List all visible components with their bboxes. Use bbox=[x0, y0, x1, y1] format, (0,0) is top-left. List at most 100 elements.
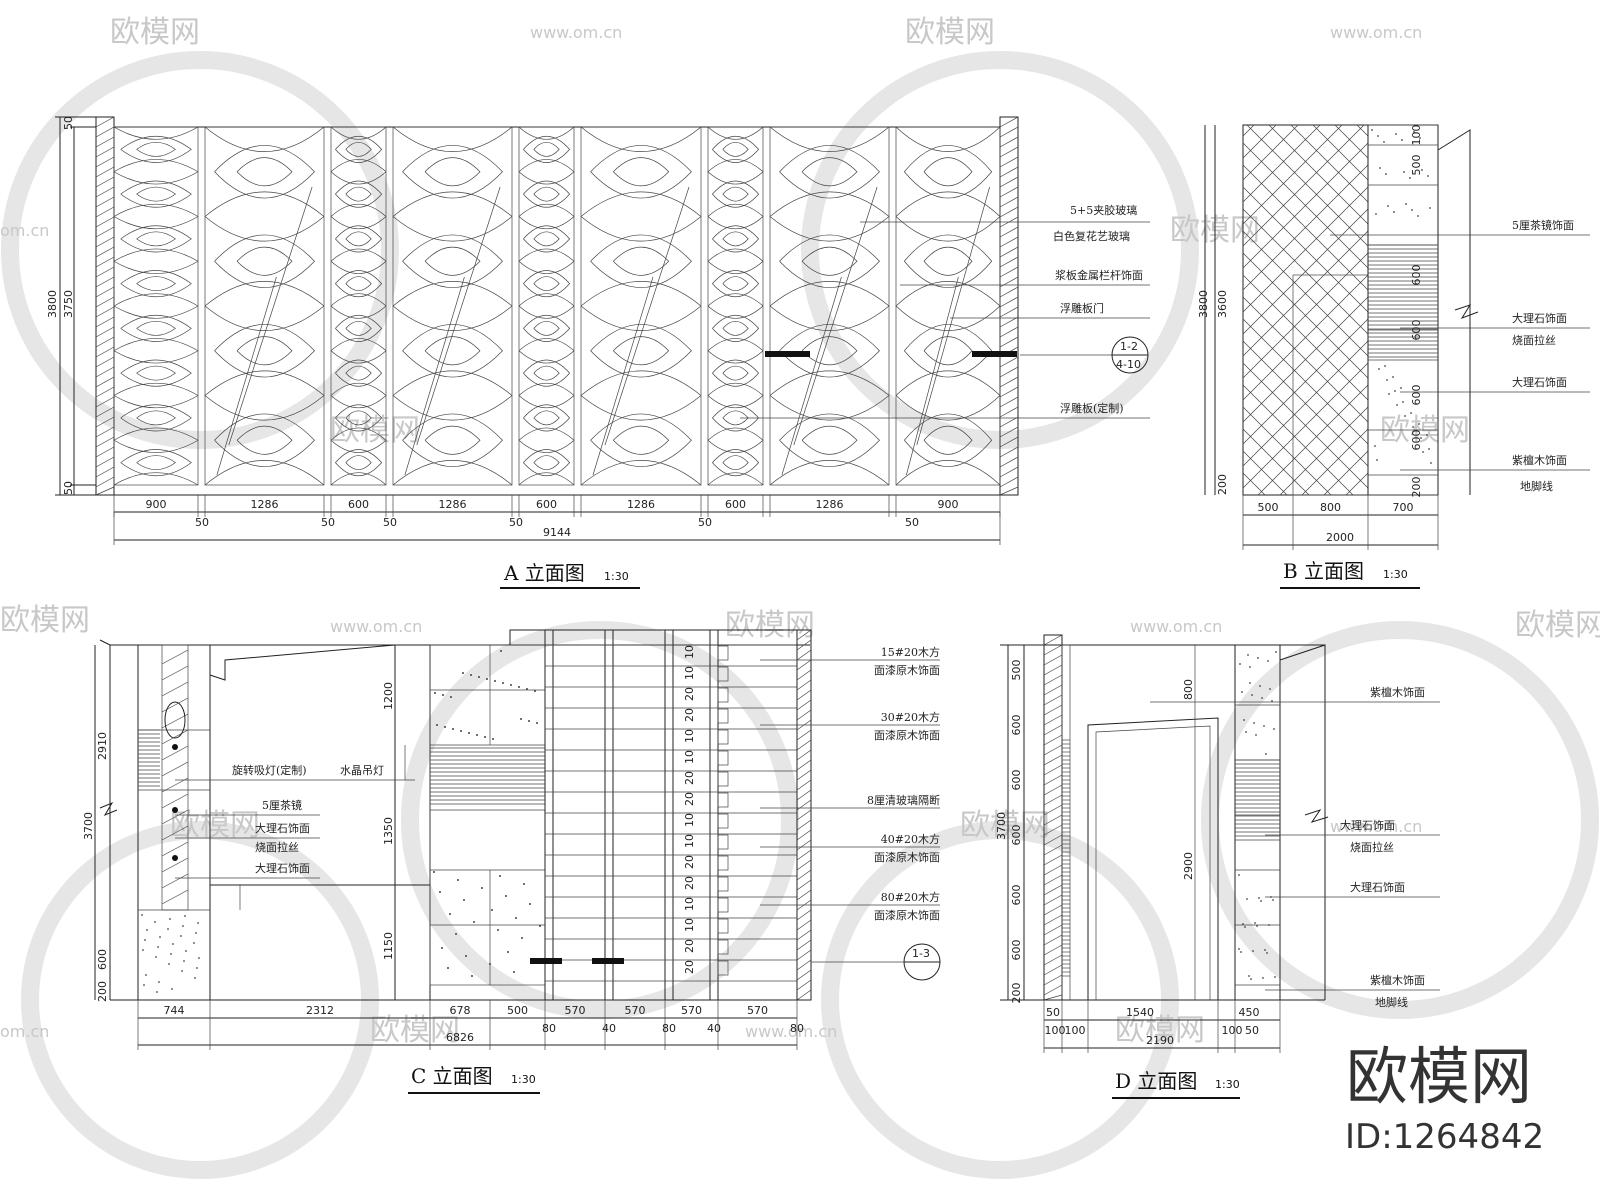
mirror-panel bbox=[1242, 124, 1369, 496]
leaf-motif bbox=[523, 404, 571, 432]
gap-dim: 50 bbox=[509, 516, 523, 529]
stone-speck bbox=[1254, 922, 1256, 924]
wave-line bbox=[895, 191, 1001, 217]
gap-dim: 80 bbox=[790, 1022, 804, 1035]
wave-line bbox=[518, 472, 575, 486]
stone-speck bbox=[447, 967, 449, 969]
stone-speck bbox=[510, 684, 512, 686]
note-glass-2: 白色复花艺玻璃 bbox=[1053, 229, 1130, 243]
stone-speck bbox=[146, 929, 148, 931]
wave-line bbox=[895, 460, 1001, 486]
stone-speck bbox=[1260, 900, 1262, 902]
stone-speck bbox=[518, 686, 520, 688]
wave-line bbox=[769, 126, 890, 152]
stone-speck bbox=[1409, 177, 1411, 179]
watermark-logo: 欧模网 bbox=[110, 15, 200, 50]
note-label: 面漆原木饰面 bbox=[874, 728, 940, 742]
wave-line bbox=[707, 203, 764, 217]
note-rosewood: 紫檀木饰面 bbox=[1512, 453, 1567, 467]
stone-speck bbox=[528, 720, 530, 722]
stone-speck bbox=[470, 674, 472, 676]
stone-speck bbox=[465, 955, 467, 957]
leaf-motif bbox=[335, 180, 383, 208]
strip-label: 20 bbox=[683, 687, 696, 701]
door-height: 2900 bbox=[1182, 852, 1195, 880]
stone-speck bbox=[1246, 898, 1248, 900]
stone-speck bbox=[444, 726, 446, 728]
panel-dim: 900 bbox=[938, 498, 959, 511]
leaf-motif bbox=[402, 234, 503, 288]
wave-line bbox=[580, 395, 702, 421]
wave-line bbox=[204, 305, 325, 331]
wave-line bbox=[707, 338, 764, 352]
strip-label: 20 bbox=[683, 771, 696, 785]
wave-line bbox=[518, 216, 575, 230]
stone-speck bbox=[171, 988, 173, 990]
wave-line bbox=[707, 395, 764, 409]
wave-line bbox=[518, 382, 575, 396]
note-marble-2: 大理石饰面 bbox=[255, 861, 310, 875]
elevation-c-scale: 1:30 bbox=[511, 1073, 536, 1086]
strip-label: 20 bbox=[683, 855, 696, 869]
stone-speck bbox=[526, 688, 528, 690]
wave-line bbox=[518, 338, 575, 352]
watermark-logo: 欧模网 bbox=[725, 608, 815, 643]
leaf-inner bbox=[923, 246, 973, 276]
wave-line bbox=[330, 248, 387, 262]
h-dim: 50 bbox=[1046, 1006, 1060, 1019]
side-dim: 600 bbox=[1410, 385, 1423, 406]
door-handle bbox=[972, 351, 1017, 357]
stone-speck bbox=[1383, 141, 1385, 143]
wave-line bbox=[707, 216, 764, 230]
stone-speck bbox=[1252, 950, 1254, 952]
stone-speck bbox=[1417, 215, 1419, 217]
wave-line bbox=[330, 171, 387, 185]
wave-line bbox=[204, 126, 325, 152]
leaf-motif bbox=[214, 145, 315, 199]
stone-speck bbox=[1402, 401, 1404, 403]
stone-speck bbox=[520, 718, 522, 720]
strip-block bbox=[717, 666, 729, 682]
strip-block bbox=[717, 729, 729, 745]
stone-speck bbox=[1420, 437, 1422, 439]
stone-speck bbox=[1392, 376, 1394, 378]
mid-dim: 1150 bbox=[382, 932, 395, 960]
leaf-inner bbox=[722, 455, 749, 471]
wave-line bbox=[330, 305, 387, 319]
note-marble: 大理石饰面 bbox=[255, 821, 310, 835]
gap-dim: 80 bbox=[662, 1022, 676, 1035]
watermark-logo: 欧模网 bbox=[170, 808, 260, 843]
note-mirror: 5厘茶镜 bbox=[262, 798, 302, 812]
leaf-inner bbox=[533, 410, 560, 426]
stone-speck bbox=[1411, 209, 1413, 211]
strip-label: 20 bbox=[683, 960, 696, 974]
leaf-inner bbox=[424, 157, 481, 187]
leaf-motif bbox=[904, 145, 993, 199]
leaf-motif bbox=[335, 404, 383, 432]
stone-speck bbox=[1418, 423, 1420, 425]
leaf-motif bbox=[335, 314, 383, 342]
stone-speck bbox=[1405, 203, 1407, 205]
stone-speck bbox=[1248, 975, 1250, 977]
stone-speck bbox=[1242, 923, 1244, 925]
leaf-motif bbox=[214, 413, 315, 467]
note-label: 80#20木方 bbox=[881, 890, 940, 904]
stone-speck bbox=[1419, 137, 1421, 139]
stone-speck bbox=[1379, 167, 1381, 169]
stone-speck bbox=[155, 956, 157, 958]
mirror-strip bbox=[161, 644, 189, 911]
wave-line bbox=[580, 281, 702, 307]
h-dim: 570 bbox=[681, 1004, 702, 1017]
side-dim: 600 bbox=[1410, 265, 1423, 286]
wave-line bbox=[707, 159, 764, 173]
stone-speck bbox=[1255, 734, 1257, 736]
leaf-motif bbox=[402, 145, 503, 199]
leaf-motif bbox=[590, 324, 692, 378]
stone-speck bbox=[434, 692, 436, 694]
left-dim: 600 bbox=[1010, 770, 1023, 791]
wave-line bbox=[392, 395, 513, 421]
leaf-motif bbox=[120, 135, 192, 163]
leaf-inner bbox=[923, 157, 973, 187]
